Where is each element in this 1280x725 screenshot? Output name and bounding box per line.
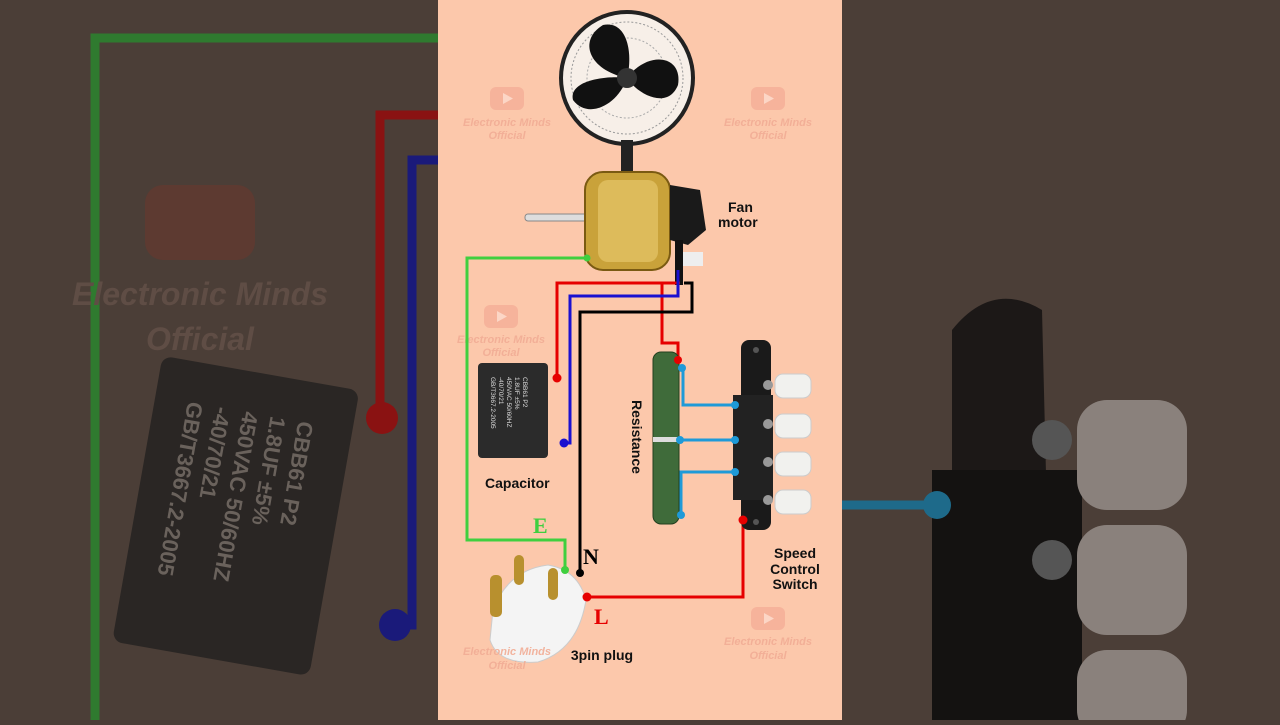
fan-icon (559, 10, 695, 172)
terminal-dot (676, 436, 684, 444)
speed-knob[interactable] (763, 413, 812, 439)
watermark-text: Electronic Minds (724, 117, 812, 129)
watermark-text: Official (749, 130, 787, 142)
terminal-dot (677, 511, 685, 519)
right-blurred-background (842, 0, 1280, 720)
capacitor-red-wire (555, 281, 680, 378)
terminal-dot (731, 401, 739, 409)
cap-wire-blurred (395, 155, 438, 630)
watermark-text: Official (488, 660, 526, 672)
capacitor-blurred: CBB61 P2 1.8UF ±5% 450VAC 50/60HZ -40/70… (113, 357, 358, 675)
neutral-wire (578, 281, 694, 573)
capacitor-label: Capacitor (485, 475, 550, 491)
knob-blurred (1077, 650, 1187, 720)
watermark-text: Electronic Minds (463, 117, 551, 129)
watermark-text: Electronic Minds (72, 276, 328, 312)
terminal-dot (731, 436, 739, 444)
terminal-dot (678, 364, 686, 372)
earth-label: E (533, 513, 548, 538)
wiring-diagram: Electronic Minds Official Electronic Min… (438, 0, 842, 720)
right-background-art (842, 298, 1187, 720)
live-label: L (594, 604, 609, 629)
terminal-dot (561, 566, 569, 574)
watermark: Electronic Minds Official (463, 646, 551, 672)
watermark: Electronic Minds Official (457, 305, 545, 359)
watermark-text: Electronic Minds (724, 636, 812, 648)
speed-switch-label: Control (770, 561, 820, 577)
watermark: Electronic Minds Official (724, 607, 812, 662)
left-background-art: CBB61 P2 1.8UF ±5% 450VAC 50/60HZ -40/70… (72, 33, 438, 720)
tap-wire (679, 470, 735, 515)
earth-wire (465, 256, 587, 570)
watermark-text: Official (146, 321, 255, 357)
watermark-text: Official (749, 650, 787, 662)
resistance-tap-band (653, 437, 679, 442)
speed-knob[interactable] (763, 489, 812, 515)
capacitor-marking: 1.8UF ±5% (513, 377, 520, 410)
neutral-label: N (583, 544, 599, 569)
capacitor-marking: GB/T3667.2-2005 (489, 377, 496, 429)
capacitor-marking: 450VAC 50/60HZ (505, 377, 512, 427)
speed-switch-label: Switch (772, 576, 817, 592)
screw-blurred (1032, 420, 1072, 460)
live-wire-blurred (375, 110, 438, 420)
capacitor: CBB61 P2 1.8UF ±5% 450VAC 50/60HZ -40/70… (478, 363, 548, 458)
earth-wire-blurred (90, 33, 438, 720)
terminal-dot (731, 468, 739, 476)
red-dot-blurred (366, 402, 398, 434)
terminal-dot (738, 515, 748, 525)
capacitor-marking: -40/70/21 (497, 377, 504, 405)
fan-motor (524, 171, 706, 285)
fan-motor-label: motor (718, 214, 758, 230)
knob-blurred (1077, 525, 1187, 635)
tap-wire (681, 366, 735, 407)
resistance-label: Resistance (629, 400, 645, 474)
terminal-dot (559, 438, 569, 448)
terminal-dot (582, 592, 592, 602)
terminal-dot (576, 569, 584, 577)
switch-body-blurred (932, 470, 1082, 720)
fan-motor-label: Fan (728, 199, 753, 215)
terminal-dot (583, 254, 591, 262)
blue-dot-blurred (379, 609, 411, 641)
speed-switch-label: Speed (774, 545, 816, 561)
youtube-play-icon (145, 185, 255, 260)
speed-knob[interactable] (763, 451, 812, 477)
3pin-plug-icon (489, 555, 587, 663)
knob-blurred (1077, 400, 1187, 510)
watermark: Electronic Minds Official (463, 87, 551, 142)
diagram-canvas: Electronic Minds Official Electronic Min… (457, 10, 820, 672)
speed-knob[interactable] (763, 373, 812, 399)
terminal-dot (552, 373, 562, 383)
plug-label: 3pin plug (571, 647, 633, 663)
watermark-text: Electronic Minds (457, 334, 545, 346)
left-blurred-background: CBB61 P2 1.8UF ±5% 450VAC 50/60HZ -40/70… (0, 0, 438, 720)
watermark: Electronic Minds Official (724, 87, 812, 142)
tap-dot-blurred (923, 491, 951, 519)
watermark-text: Electronic Minds (463, 646, 551, 658)
terminal-dot (674, 356, 682, 364)
watermark-text: Official (488, 130, 526, 142)
live-wire (587, 520, 745, 599)
speed-control-switch (733, 340, 773, 530)
capacitor-marking: CBB61 P2 (521, 377, 528, 408)
screw-blurred (1032, 540, 1072, 580)
watermark-text: Official (482, 347, 520, 359)
